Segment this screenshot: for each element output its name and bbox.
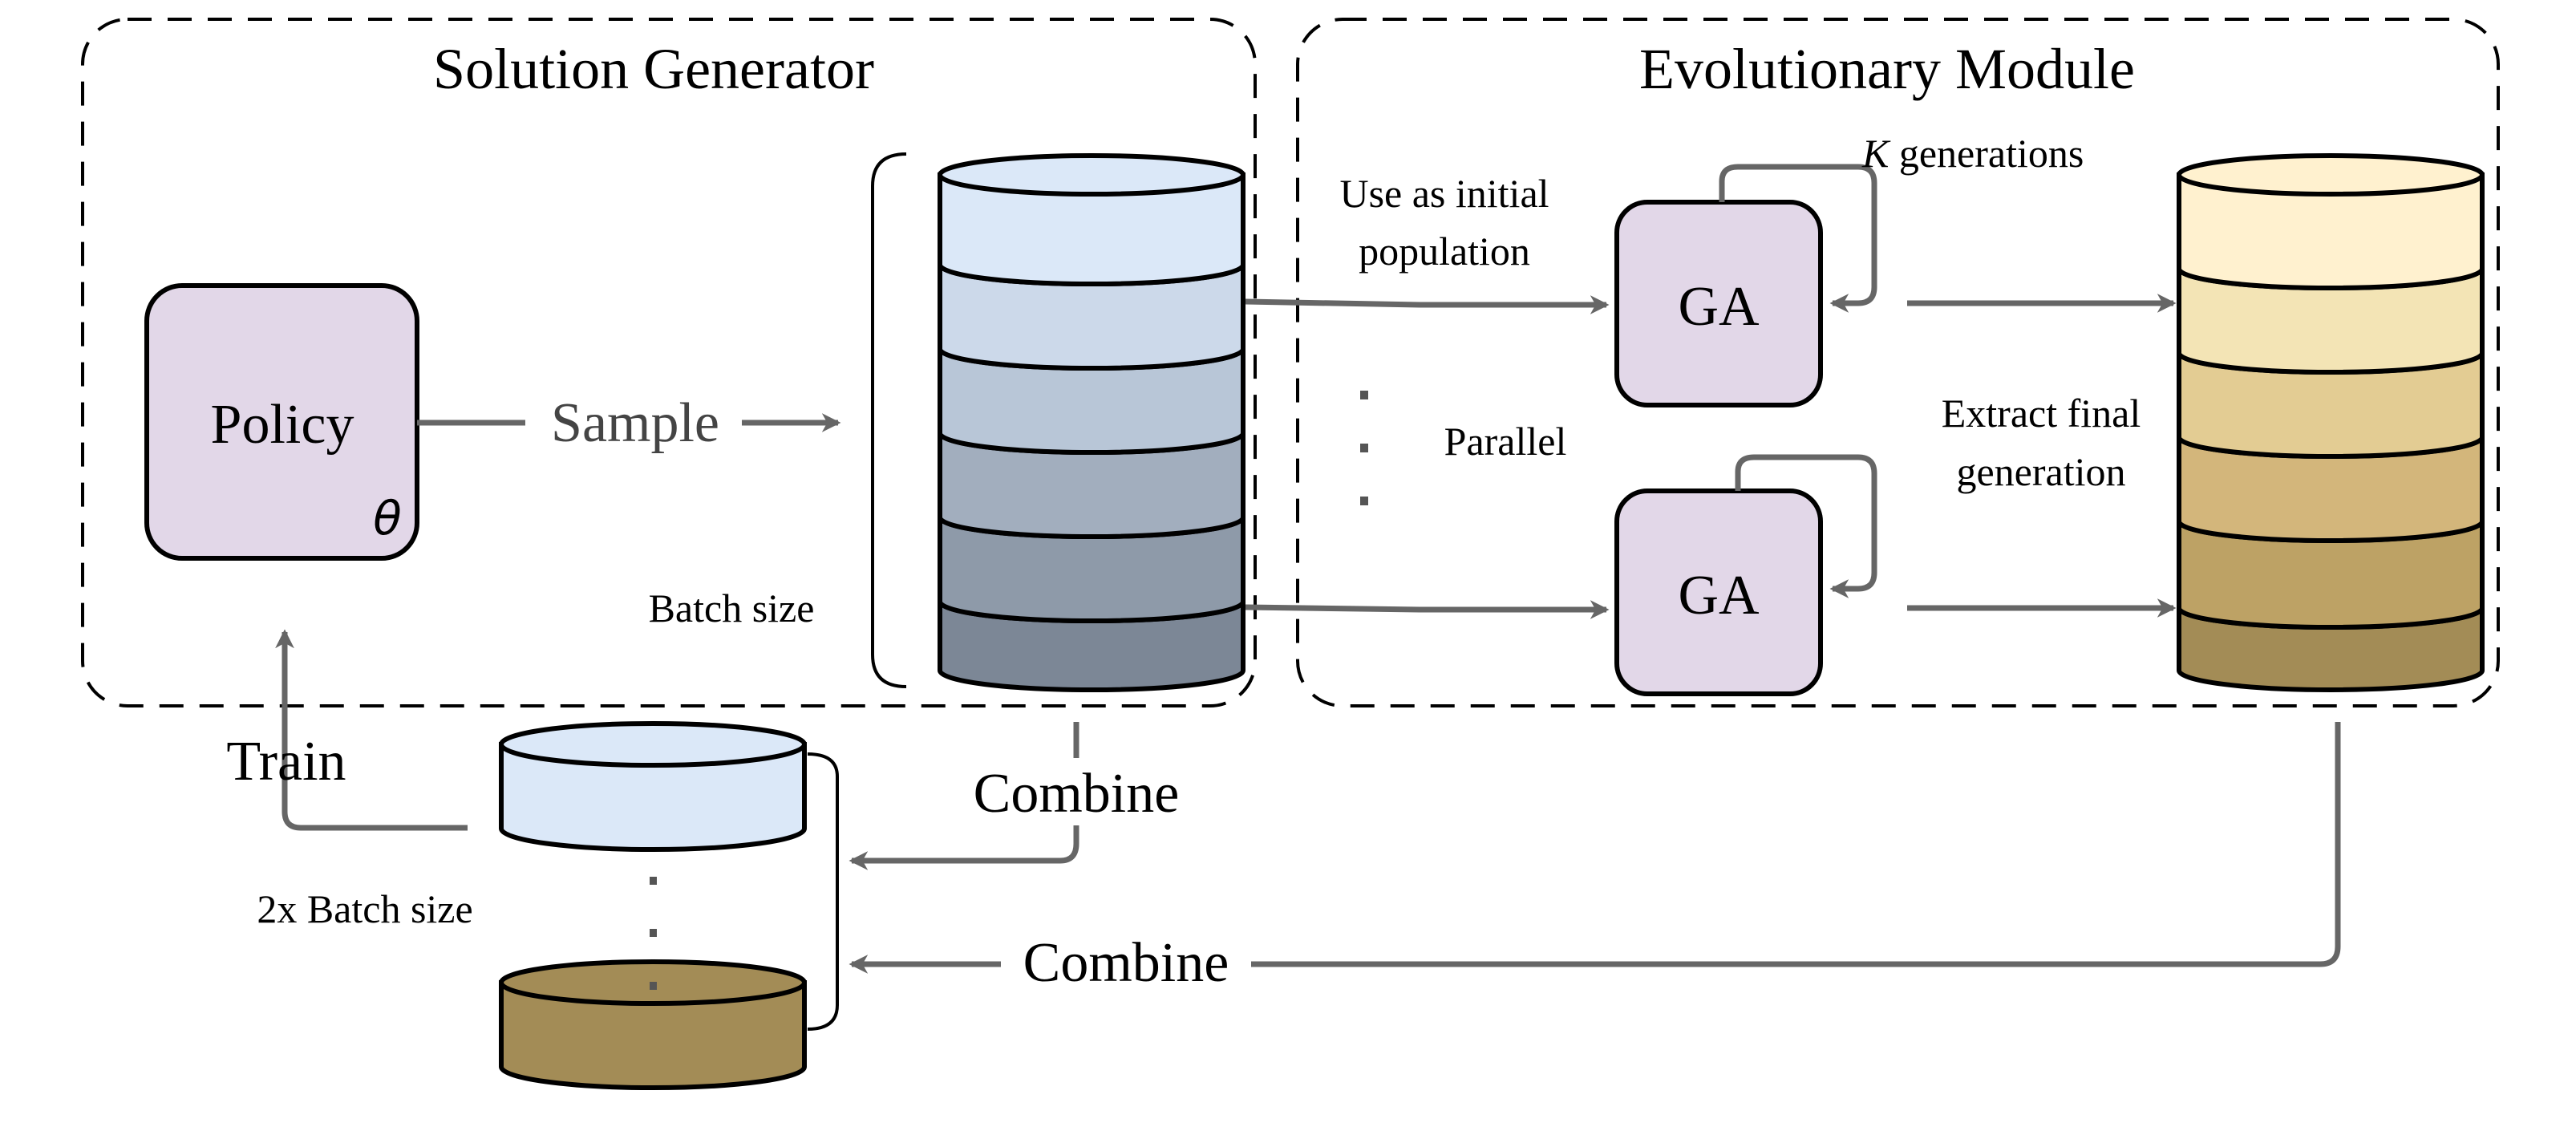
batch-layer: [938, 347, 1245, 455]
dot: [1360, 444, 1368, 452]
initial-population-arrow-bottom: [1245, 600, 1610, 619]
combined-batch-top-cylinder: [499, 721, 807, 852]
combined-dots: [650, 877, 657, 937]
combine-bottom-arrow: [849, 722, 2341, 974]
batch-layer: [938, 172, 1245, 286]
policy-theta-symbol: θ: [373, 491, 402, 545]
combine-bottom-label-bg: [1001, 930, 1251, 998]
evolutionary-module-title: Evolutionary Module: [1639, 37, 2135, 101]
combined-bracket: [807, 752, 839, 1031]
final-layer: [2177, 606, 2485, 692]
batch-layer: [938, 515, 1245, 623]
combine-bottom-label: Combine: [1023, 932, 1229, 994]
batch-layer: [938, 599, 1245, 692]
batch-layer: [938, 262, 1245, 371]
parallel-label: Parallel: [1444, 419, 1567, 464]
combine-top-label-bg: [952, 758, 1201, 825]
initial-population-arrow-top: [1245, 295, 1610, 314]
final-generation-stack: [2177, 153, 2485, 692]
dot: [650, 877, 657, 885]
final-layer: [2177, 266, 2485, 375]
final-layer: [2177, 519, 2485, 630]
policy-label: Policy: [211, 394, 354, 456]
double-batch-size-label: 2x Batch size: [257, 886, 472, 931]
batch-bracket: [871, 152, 907, 688]
ga-self-loop-bottom: [1735, 454, 1877, 598]
generations-text: generations: [1889, 131, 2084, 176]
combine-top-label: Combine: [974, 763, 1180, 825]
final-layer: [2177, 351, 2485, 459]
batch-size-label: Batch size: [649, 586, 815, 630]
solution-batch-stack: [938, 153, 1245, 692]
dot: [650, 929, 657, 937]
sample-label: Sample: [551, 392, 719, 454]
ga-block-bottom: [1614, 489, 1823, 696]
final-layer: [2177, 435, 2485, 543]
batch-layer-rim: [938, 153, 1245, 197]
ga-self-loop-top: [1719, 164, 1877, 313]
solution-generator-panel: [81, 18, 1257, 707]
final-layer: [2177, 172, 2485, 290]
dot: [650, 982, 657, 990]
ga-label-top: GA: [1678, 276, 1760, 338]
solution-generator-title: Solution Generator: [433, 37, 874, 101]
combine-top-arrow: [849, 722, 1079, 870]
combined-top-rim: [499, 721, 807, 768]
parallel-dots: [1360, 391, 1368, 505]
extract-final-label: Extract final: [1942, 391, 2141, 436]
k-variable: K: [1861, 131, 1891, 176]
population-label: population: [1359, 229, 1530, 274]
ga-block-top: [1614, 200, 1823, 407]
train-arrow: [275, 629, 468, 831]
use-as-initial-label: Use as initial: [1339, 171, 1549, 216]
combined-top-body: [499, 742, 807, 852]
ga-label-bottom: GA: [1678, 565, 1760, 626]
combined-batch-bottom-cylinder: [499, 959, 807, 1090]
generation-label: generation: [1956, 449, 2125, 494]
train-label: Train: [226, 731, 346, 793]
batch-layer: [938, 431, 1245, 539]
k-generations-label: K generations: [1861, 131, 2084, 176]
combined-bottom-body: [499, 980, 807, 1090]
final-layer-rim: [2177, 153, 2485, 197]
dot: [1360, 391, 1368, 399]
dot: [1360, 497, 1368, 505]
